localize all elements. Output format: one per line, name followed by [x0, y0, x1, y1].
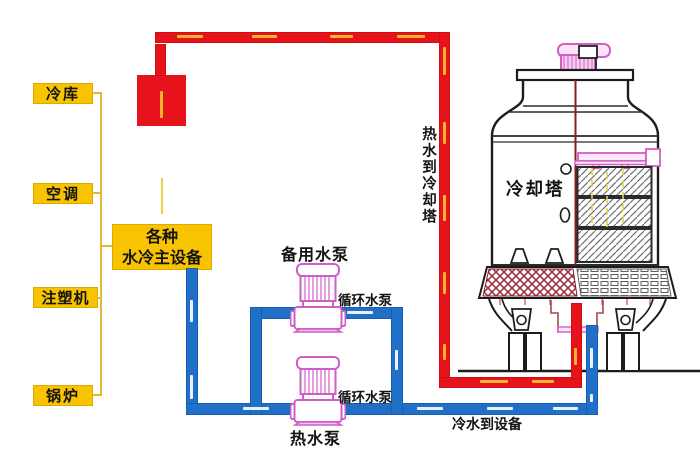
bracket-stub-cold-storage — [92, 92, 101, 94]
connector-redbox-to-mainbox — [161, 178, 163, 214]
pipe-highlight — [330, 35, 353, 38]
pipe-highlight — [480, 380, 508, 383]
tower-top-deck — [515, 68, 635, 82]
cooling-tower-drawing — [458, 43, 700, 373]
pipe-highlight — [443, 272, 446, 294]
pipe-highlight — [553, 407, 578, 410]
hot-water-to-tower-label: 热水到冷却塔 — [420, 126, 436, 225]
cold-pipe-from-tower-vertical — [586, 325, 598, 415]
pipe-highlight — [243, 407, 269, 410]
equipment-box-air-conditioner: 空调 — [33, 183, 93, 204]
cold-pipe-backup-branch-left — [250, 307, 262, 415]
main-equipment-line1: 各种 — [145, 227, 178, 246]
pipe-highlight — [395, 350, 398, 370]
tower-basin — [477, 266, 678, 305]
hot-pipe-top-horizontal — [155, 32, 450, 43]
tower-left-chamber-details — [509, 163, 572, 264]
cold-water-to-equipment-label: 冷水到设备 — [452, 417, 522, 433]
pipe-highlight — [190, 375, 193, 399]
hot-pipe-into-tower — [571, 303, 582, 379]
backup-pump-icon — [290, 263, 346, 333]
circulation-pump-label-upper: 循环水泵 — [338, 293, 392, 309]
cooling-tower-label: 冷却塔 — [506, 180, 565, 200]
backup-pump-label: 备用水泵 — [281, 245, 350, 264]
pipe-highlight — [443, 195, 446, 221]
pipe-highlight — [347, 311, 373, 314]
hot-water-pump-label: 热水泵 — [290, 429, 342, 448]
tower-spray-lines — [591, 168, 624, 232]
tower-fan-motor-icon — [557, 43, 611, 71]
circulation-pump-label-lower: 循环水泵 — [338, 390, 392, 406]
pipe-highlight — [590, 348, 593, 368]
pipe-highlight — [590, 394, 593, 402]
equipment-box-cold-storage: 冷库 — [33, 83, 93, 104]
bracket-stub-air-conditioner — [92, 192, 101, 194]
pipe-highlight — [574, 348, 577, 365]
tower-fill-layers — [576, 166, 653, 263]
cold-pipe-equipment-vertical — [186, 268, 198, 415]
bracket-stub-injection-machine — [97, 297, 102, 299]
bracket-line-vertical — [100, 92, 102, 396]
bracket-stub-main-box — [100, 245, 113, 247]
equipment-box-injection-machine: 注塑机 — [33, 287, 98, 308]
tower-water-distributor — [574, 148, 661, 170]
pipe-highlight — [443, 47, 446, 75]
pipe-highlight — [532, 380, 554, 383]
pipe-highlight — [190, 300, 193, 322]
pipe-highlight — [417, 407, 443, 410]
pipe-highlight — [487, 407, 513, 410]
bracket-stub-boiler — [93, 394, 101, 396]
hot-pipe-bottom-horizontal — [439, 377, 582, 388]
pipe-highlight — [443, 344, 446, 360]
hot-pipe-riser-from-block — [155, 44, 166, 76]
pipe-highlight — [443, 122, 446, 144]
pipe-highlight — [397, 35, 425, 38]
main-equipment-box: 各种 水冷主设备 — [112, 224, 212, 270]
pipe-highlight — [160, 91, 163, 118]
main-equipment-line2: 水冷主设备 — [121, 248, 202, 267]
pipe-highlight — [252, 35, 277, 38]
pipe-highlight — [177, 35, 203, 38]
equipment-box-boiler: 锅炉 — [33, 385, 93, 406]
hot-water-pump-icon — [290, 356, 346, 426]
tower-supports — [488, 298, 667, 372]
